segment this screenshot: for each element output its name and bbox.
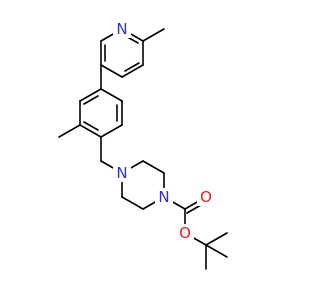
bond [100,124,123,138]
piperazine-nitrogen-label: N [116,164,127,182]
bond [100,88,123,102]
atom-label-mask [155,188,173,206]
bond [142,28,165,42]
bond [58,124,81,138]
bond [83,121,99,131]
atom-label-mask [176,224,194,242]
atom-label-mask [113,20,131,38]
bond [142,160,165,174]
atom-label-mask [113,164,131,182]
bond [205,232,228,246]
pyridine-nitrogen-label: N [116,20,127,38]
carbonyl-oxygen-label: O [200,188,212,206]
bond [79,124,102,138]
bond [121,196,144,210]
bond [121,64,144,78]
structure-canvas: N N N O O [58,20,228,270]
bond-layer [58,28,228,270]
chemical-structure: N N N O O [58,20,228,270]
ester-oxygen-label: O [179,224,191,242]
bond [205,244,228,258]
atom-label-mask [197,188,215,206]
atom-label-layer: N N N O O [113,20,215,242]
carbamate-nitrogen-label: N [158,188,169,206]
bond [83,95,99,105]
bond [124,62,140,72]
bond [79,88,102,102]
bond [100,64,123,78]
